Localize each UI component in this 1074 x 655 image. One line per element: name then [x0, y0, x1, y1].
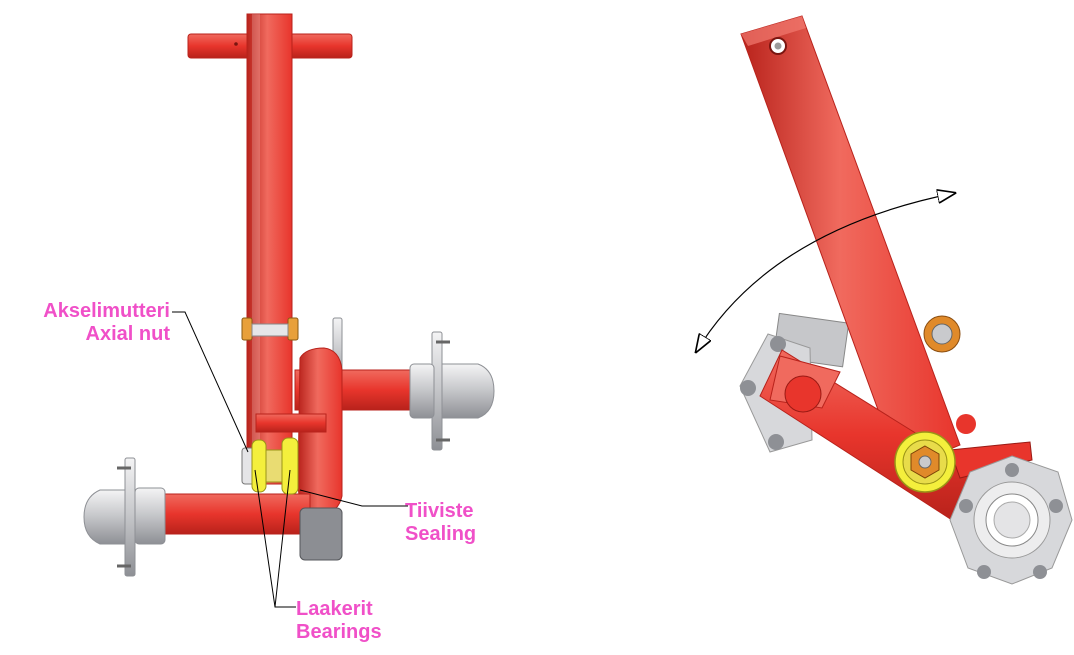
bearing-assembly: [241, 437, 299, 495]
sealing-label-en: Sealing: [405, 523, 477, 545]
sealing-label-fi: Tiiviste: [405, 500, 474, 522]
sealing-label: Tiiviste Sealing: [405, 500, 476, 546]
axial-nut-label-en: Axial nut: [85, 323, 170, 345]
bearings-label-fi: Laakerit: [296, 598, 373, 620]
bearings-label-en: Bearings: [296, 621, 382, 643]
left-wheel-hub: [83, 457, 166, 577]
suspension-arm-front-view-icon: [83, 13, 495, 608]
rotation-arrow-icon: [696, 193, 955, 352]
right-wheel-hub: [409, 331, 495, 451]
pivot-bearing: [894, 431, 956, 493]
suspension-arm-side-view-icon: [696, 15, 1073, 585]
bearings-label: Laakerit Bearings: [296, 598, 382, 644]
axial-nut-label: Akselimutteri Axial nut: [2, 300, 170, 346]
axial-nut-label-fi: Akselimutteri: [43, 300, 170, 322]
front-wheel-hub: [949, 455, 1073, 585]
